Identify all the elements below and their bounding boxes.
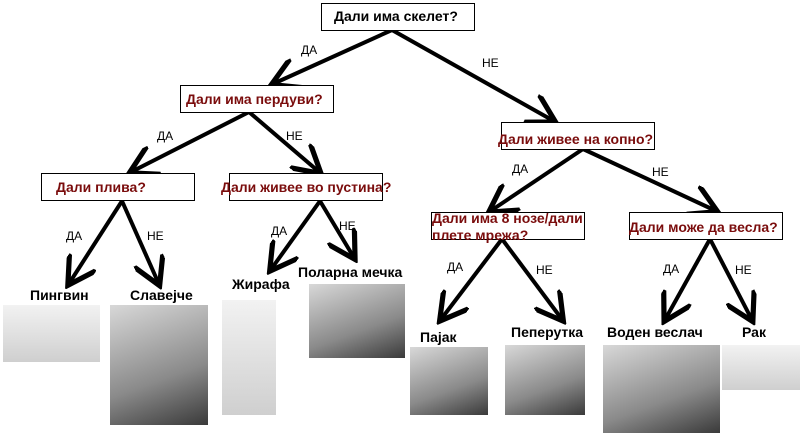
yes-label: ДА <box>66 229 83 243</box>
node-box-row <box>629 212 783 240</box>
arrow <box>247 110 318 171</box>
no-label: НЕ <box>536 263 553 277</box>
leaf-butterfly: Пеперутка <box>511 324 584 340</box>
arrow <box>318 199 353 256</box>
leaf-nightingale: Славејче <box>130 287 193 303</box>
question-land: Дали живее на копно? <box>498 131 654 147</box>
no-label: НЕ <box>286 129 303 143</box>
no-label: НЕ <box>735 263 752 277</box>
node-box-desert <box>229 173 383 201</box>
yes-label: ДА <box>512 162 529 176</box>
arrow <box>70 199 124 282</box>
leaf-spider: Пајак <box>420 329 457 345</box>
crayfish-image <box>722 345 800 390</box>
yes-label: ДА <box>157 129 174 143</box>
question-desert: Дали живее во пустина? <box>221 179 392 195</box>
node-box-skeleton <box>321 3 475 31</box>
leaf-water-boatman: Воден веслач <box>607 324 703 340</box>
arrow <box>442 237 504 318</box>
no-label: НЕ <box>482 56 499 70</box>
water-boatman-image <box>603 345 720 433</box>
question-skeleton: Дали има скелет? <box>334 8 458 24</box>
no-label: НЕ <box>147 229 164 243</box>
leaf-polar-bear: Поларна мечка <box>298 264 403 280</box>
no-label: НЕ <box>652 165 669 179</box>
spider-image <box>410 347 488 415</box>
no-label: НЕ <box>339 219 356 233</box>
node-box-land <box>501 122 655 150</box>
node-box-legs <box>431 212 585 240</box>
leaf-giraffe: Жирафа <box>232 276 290 292</box>
question-legs-line1: Дали има 8 нозе/дали <box>432 210 583 226</box>
arrow <box>708 238 751 318</box>
arrow <box>492 147 585 210</box>
question-feathers: Дали има пердуви? <box>186 91 323 107</box>
arrow <box>500 237 561 318</box>
yes-label: ДА <box>447 260 464 274</box>
node-box-feathers <box>180 85 334 113</box>
arrow <box>666 238 712 318</box>
yes-label: ДА <box>301 43 318 57</box>
leaf-crayfish: Рак <box>742 324 766 340</box>
leaf-penguin: Пингвин <box>30 287 89 303</box>
arrow <box>582 147 714 210</box>
arrow <box>133 110 250 171</box>
arrow <box>275 28 393 83</box>
question-row: Дали може да весла? <box>629 219 778 235</box>
arrow <box>272 199 322 268</box>
yes-label: ДА <box>663 262 680 276</box>
question-swims: Дали плива? <box>56 179 146 195</box>
butterfly-image <box>505 345 585 415</box>
yes-label: ДА <box>271 224 288 238</box>
arrow <box>391 28 552 120</box>
nightingale-image <box>110 305 208 425</box>
penguin-image <box>3 305 100 362</box>
polar-bear-image <box>309 284 405 358</box>
node-box-swims <box>41 173 195 201</box>
giraffe-image <box>222 300 276 415</box>
arrow <box>120 200 158 282</box>
question-legs-line2: плете мрежа? <box>432 227 529 243</box>
